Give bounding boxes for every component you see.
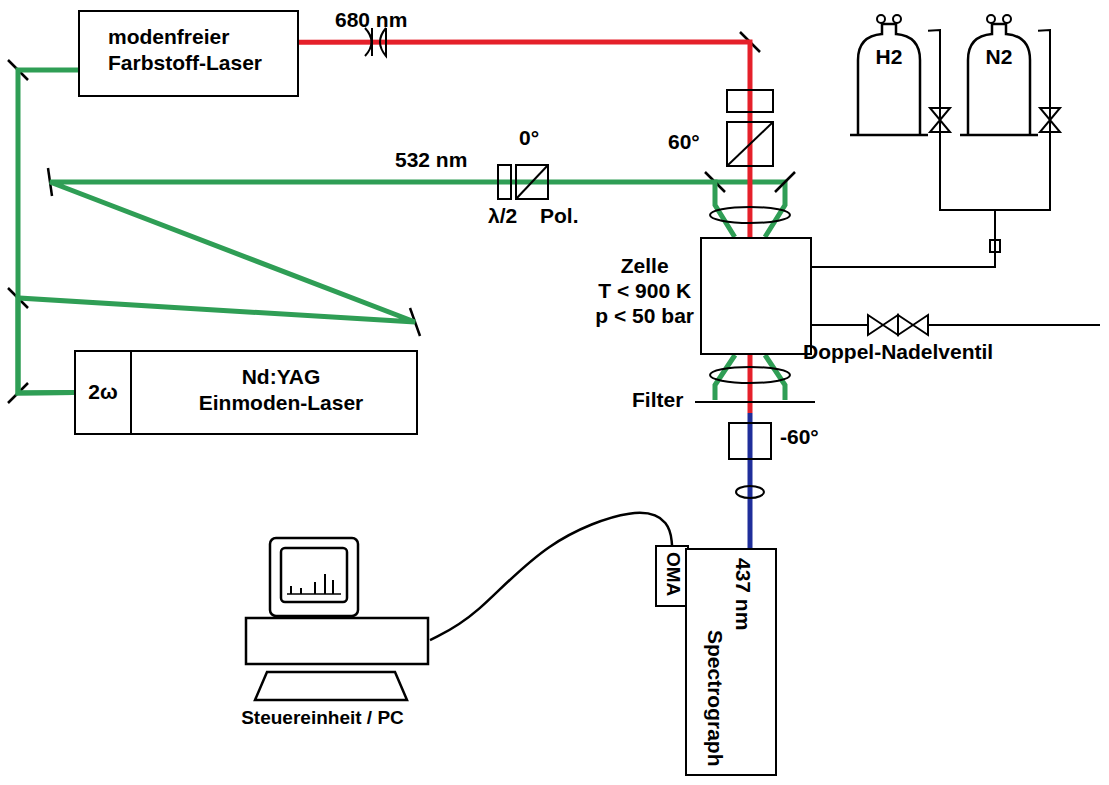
cylinder-body: [968, 24, 1030, 134]
monitor: [270, 538, 358, 616]
needle-valve: [898, 315, 928, 335]
cylinder-knob: [893, 15, 901, 23]
cylinder-knob: [987, 15, 995, 23]
filter: [695, 401, 815, 403]
exhaust-pipe: [812, 324, 1100, 326]
polarizer-cube: [516, 165, 548, 199]
cylinder-knob: [1003, 15, 1011, 23]
cylinder-knob: [877, 15, 885, 23]
green-beam: [765, 355, 785, 400]
sample-cell: ZelleT < 900 Kp < 50 bar: [700, 237, 812, 355]
lens: [365, 28, 372, 56]
control-computer: Steuereinheit / PC: [215, 530, 430, 735]
frequency-doubler: 2ω: [74, 350, 132, 435]
laser-beam: [18, 70, 78, 393]
node-text: p < 50 bar: [595, 303, 694, 328]
node-text: 437 nm: [732, 558, 755, 630]
node-text: modenfreier Farbstoff-Laser: [108, 24, 293, 77]
computer-icon: [215, 530, 430, 705]
component-label: Doppel-Nadelventil: [803, 340, 993, 364]
keyboard: [255, 672, 407, 700]
screen-bar: [324, 574, 326, 594]
optics: [365, 28, 815, 498]
gas-cylinder: H2: [850, 12, 928, 137]
screen: [281, 548, 347, 602]
node-text: N2: [960, 44, 1038, 70]
gas-cylinder: N2: [960, 12, 1038, 137]
node-text: 2ω: [88, 379, 117, 405]
lens: [380, 28, 386, 56]
cylinder-base: [850, 134, 928, 137]
analyzer: [729, 423, 771, 459]
cell-caption: ZelleT < 900 Kp < 50 bar: [595, 253, 694, 329]
polarizer-diagonal: [516, 165, 548, 199]
lens: [710, 367, 790, 383]
data-cable: [430, 513, 672, 640]
screen-bar: [314, 582, 316, 594]
screen-axis: [287, 593, 341, 595]
mirror: [775, 172, 795, 192]
wavelength-label: 680 nm: [335, 8, 407, 32]
node-text: H2: [850, 44, 928, 70]
cylinder-base: [960, 134, 1038, 137]
cylinder-body: [858, 24, 920, 134]
spectrograph-box: 437 nmSpectrograph: [685, 548, 777, 776]
node-text: T < 900 K: [595, 278, 694, 303]
half-wave-plate: [498, 165, 511, 199]
component-label: λ/2: [488, 204, 517, 228]
waveplate: [727, 90, 773, 112]
screen-bar: [332, 580, 334, 594]
lens: [710, 207, 790, 223]
computer-case: [246, 618, 428, 664]
angle-label: 60°: [668, 130, 700, 154]
needle-valve: [868, 315, 898, 335]
screen-bar: [300, 588, 302, 594]
screen-bar: [290, 586, 292, 594]
gas-system: [812, 108, 1100, 335]
component-label: Pol.: [540, 204, 579, 228]
component-label: Filter: [632, 388, 683, 412]
polarizer-cube: [727, 122, 773, 166]
lens: [736, 486, 764, 498]
node-text: Nd:YAG Einmoden-Laser: [186, 364, 376, 417]
oma-detector: OMA: [655, 545, 689, 607]
angle-label: -60°: [780, 425, 819, 449]
laser-beam: [299, 42, 750, 237]
angle-label: 0°: [519, 126, 539, 150]
dye-laser-box: modenfreier Farbstoff-Laser: [78, 10, 299, 97]
lens: [371, 28, 373, 56]
cylinder-outline: [960, 12, 1038, 137]
wavelength-label: 532 nm: [395, 148, 467, 172]
pump-laser-box: 2ω Nd:YAG Einmoden-Laser: [74, 350, 418, 435]
cylinder-outline: [850, 12, 928, 137]
node-text: Steuereinheit / PC: [215, 706, 430, 730]
polarizer-diagonal: [727, 122, 773, 166]
node-text: OMA: [662, 552, 683, 596]
green-beam: [715, 355, 735, 400]
node-text: Zelle: [595, 253, 694, 278]
node-text: Spectrograph: [704, 630, 727, 767]
